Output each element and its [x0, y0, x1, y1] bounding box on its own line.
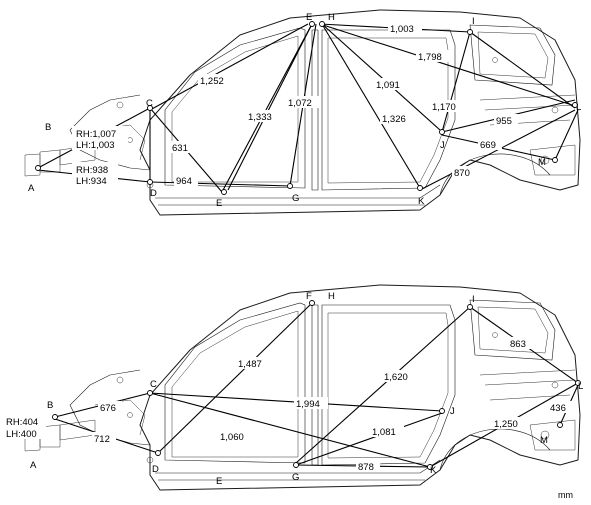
bottom-dim-436: 436: [550, 403, 566, 414]
top-label-f: E: [306, 12, 312, 23]
top-label-d: D: [150, 188, 157, 199]
top-dim-1798: 1,798: [418, 52, 442, 63]
top-label-c: C: [146, 98, 153, 109]
top-dim-1003: 1,003: [390, 24, 414, 35]
top-point-e: [221, 189, 227, 195]
top-point-l: [572, 102, 578, 108]
top-dim-955: 955: [496, 116, 512, 127]
top-line-m-l: [554, 109, 579, 161]
top-point-f: [309, 21, 315, 27]
unit-label: mm: [558, 490, 573, 500]
bottom-point-i: [467, 304, 473, 310]
bottom-diagram: F H I J K G E C D B A L M 1,487 1,620 86…: [4, 284, 583, 491]
top-point-m: [552, 157, 558, 163]
top-label-i: I: [472, 16, 475, 27]
top-dim-1091: 1,091: [376, 80, 400, 91]
bottom-label-m: M: [540, 435, 548, 446]
bottom-point-k: [427, 464, 433, 470]
top-point-j: [439, 129, 445, 135]
top-point-g: [287, 183, 293, 189]
top-line-f-e2: [221, 23, 313, 193]
bottom-label-e: E: [216, 476, 222, 487]
bottom-line-f-d: [157, 302, 313, 454]
bottom-dim-1994: 1,994: [296, 399, 320, 410]
bottom-dim-863: 863: [510, 339, 526, 350]
top-dim-1252: 1,252: [200, 76, 224, 87]
bottom-point-b: [52, 414, 58, 420]
top-point-d: [147, 179, 153, 185]
bottom-label-l: L: [578, 381, 583, 392]
bottom-dim-1081: 1,081: [372, 427, 396, 438]
bottom-point-f: [309, 300, 315, 306]
bottom-label-d: D: [152, 464, 159, 475]
bottom-point-m: [557, 422, 563, 428]
top-label-g: G: [292, 193, 299, 204]
top-line-f-e: [227, 23, 313, 191]
top-dim-870: 870: [454, 168, 470, 179]
bottom-label-h: H: [328, 291, 335, 302]
top-dim-rh1007: RH:1,007: [76, 129, 116, 140]
bottom-line-i-g: [295, 306, 471, 464]
bottom-line-j-g: [295, 412, 443, 466]
top-dim-964: 964: [176, 176, 192, 187]
bottom-dim-878: 878: [358, 462, 374, 473]
bottom-label-a: A: [30, 460, 37, 471]
top-dim-1333: 1,333: [248, 112, 272, 123]
top-dim-1326: 1,326: [382, 114, 406, 125]
top-dim-lh934: LH:934: [76, 176, 107, 187]
top-point-a: [35, 165, 41, 171]
top-label-l: L: [576, 102, 581, 113]
bottom-label-j: J: [450, 406, 455, 417]
top-point-k: [417, 185, 423, 191]
bottom-label-c: C: [150, 379, 157, 390]
bottom-label-g: G: [292, 472, 299, 483]
bottom-dim-1250: 1,250: [494, 419, 518, 430]
top-point-c: [147, 105, 153, 111]
bottom-dim-lh400: LH:400: [6, 429, 37, 440]
bottom-dim-676: 676: [100, 403, 116, 414]
top-dim-669: 669: [480, 140, 496, 151]
top-dim-631: 631: [172, 143, 188, 154]
top-line-i-j: [441, 31, 471, 133]
top-label-b: B: [45, 122, 51, 133]
top-label-m: M: [538, 157, 546, 168]
top-label-a: A: [28, 183, 35, 194]
bottom-point-g: [293, 462, 299, 468]
top-line-h-k: [321, 23, 421, 189]
bottom-point-d: [155, 450, 161, 456]
bottom-dim-1060: 1,060: [220, 432, 244, 443]
top-label-k: K: [418, 196, 425, 207]
top-label-j: J: [440, 140, 445, 151]
top-label-h: H: [328, 12, 335, 23]
bottom-point-l: [575, 380, 581, 386]
top-dim-rh938: RH:938: [76, 165, 108, 176]
top-point-i: [467, 29, 473, 35]
top-line-h-l: [319, 23, 573, 106]
bottom-label-i: I: [472, 294, 475, 305]
top-dim-1072: 1,072: [288, 98, 312, 109]
top-line-i-l: [469, 31, 576, 109]
bottom-line-c-k: [149, 392, 431, 468]
bottom-dim-rh404: RH:404: [6, 417, 38, 428]
top-line-d-g: [149, 181, 291, 187]
bottom-dim-712: 712: [94, 434, 110, 445]
bottom-label-b: B: [47, 400, 53, 411]
bottom-dim-1620: 1,620: [384, 372, 408, 383]
bottom-point-j: [439, 408, 445, 414]
top-label-e: E: [216, 198, 222, 209]
top-diagram: E H I J K G E C D B A L M 1,003 1,798 1,…: [24, 9, 581, 216]
top-line-h-j: [321, 23, 441, 131]
top-dim-lh1003: LH:1,003: [76, 140, 115, 151]
top-dim-1170: 1,170: [432, 102, 456, 113]
top-line-f-c: [149, 23, 309, 111]
top-point-h: [319, 21, 325, 27]
bottom-label-f: F: [306, 291, 312, 302]
bottom-dim-1487: 1,487: [238, 359, 262, 370]
bottom-label-k: K: [430, 465, 437, 476]
bottom-point-c: [147, 390, 153, 396]
